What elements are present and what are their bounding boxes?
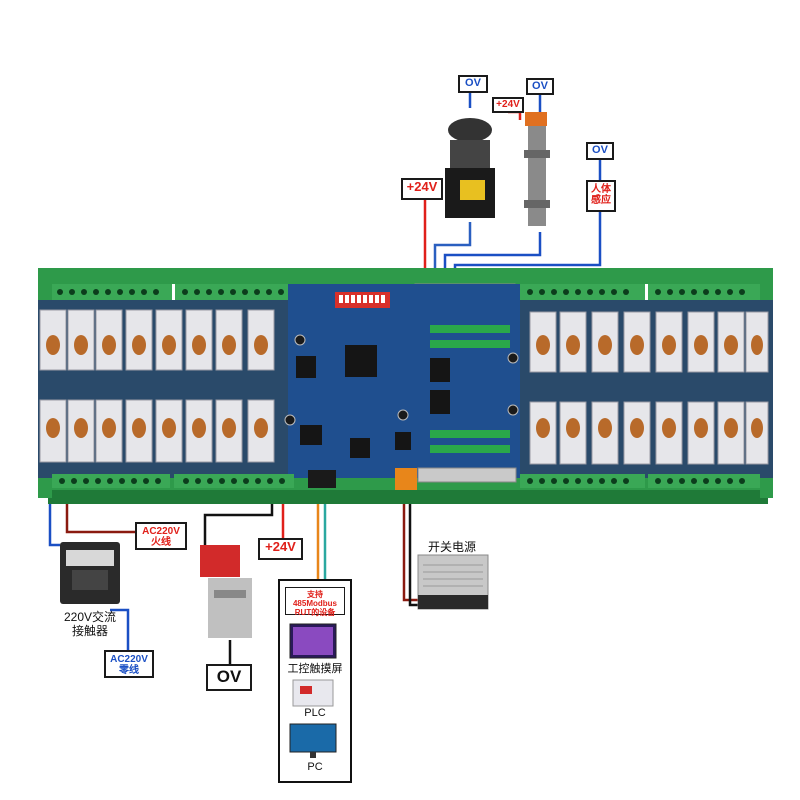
solenoid-valve-icon — [200, 545, 252, 638]
ic-chips — [296, 356, 450, 458]
proximity-sensor-icon — [524, 112, 550, 226]
push-button-switch-icon — [445, 118, 495, 218]
label-plus24-valve: +24V — [258, 538, 303, 560]
label-ac220-live: AC220V 火线 — [135, 522, 187, 550]
label-plus24-sensor: +24V — [492, 97, 524, 113]
wire-ac220-neutral-b — [110, 608, 130, 650]
label-ov-valve: OV — [206, 664, 252, 691]
terminal-strip-top-right — [520, 284, 760, 300]
wire-psu-b — [408, 482, 418, 607]
ac-contactor-icon — [60, 542, 120, 604]
psu-caption: 开关电源 — [427, 540, 476, 554]
relay-coils-right — [536, 335, 763, 438]
pc-monitor-icon — [289, 723, 337, 753]
label-ov-top-a: OV — [458, 75, 488, 93]
label-ov-body-sensor: OV — [586, 142, 614, 160]
mcu-chip — [345, 345, 377, 377]
contactor-caption: 220V交流 接触器 — [63, 610, 117, 639]
label-plus24-main: +24V — [401, 178, 443, 200]
label-ac220-neutral: AC220V 零线 — [104, 650, 154, 678]
relay-coils-left — [46, 335, 268, 438]
din-rail-base — [48, 490, 768, 504]
label-body-sensor: 人体 感应 — [586, 180, 616, 212]
touchscreen-caption: 工控触摸屏 — [287, 663, 343, 675]
plc-icon — [292, 679, 334, 707]
capacitors — [284, 334, 519, 426]
pc-stand — [310, 752, 316, 758]
plc-caption: PLC — [304, 707, 326, 719]
wire-prox-plus24 — [508, 110, 522, 120]
switching-power-supply-icon — [417, 554, 489, 610]
terminal-strip-bottom — [52, 468, 760, 490]
bottom-grey-terminal — [417, 467, 517, 483]
touchscreen-screen — [293, 627, 333, 655]
wire-psu-a — [402, 482, 418, 602]
modbus-box-title: 支持485Modbus RUT的设备 — [285, 587, 345, 616]
relays-right — [529, 311, 769, 465]
terminal-strip-top-left — [52, 284, 300, 300]
label-ov-top-b: OV — [526, 78, 554, 95]
optocoupler-rows — [430, 325, 510, 453]
relay-board — [38, 268, 773, 504]
plc-indicator — [300, 686, 312, 694]
pc-caption: PC — [307, 761, 323, 773]
din-rail-top — [38, 268, 773, 284]
